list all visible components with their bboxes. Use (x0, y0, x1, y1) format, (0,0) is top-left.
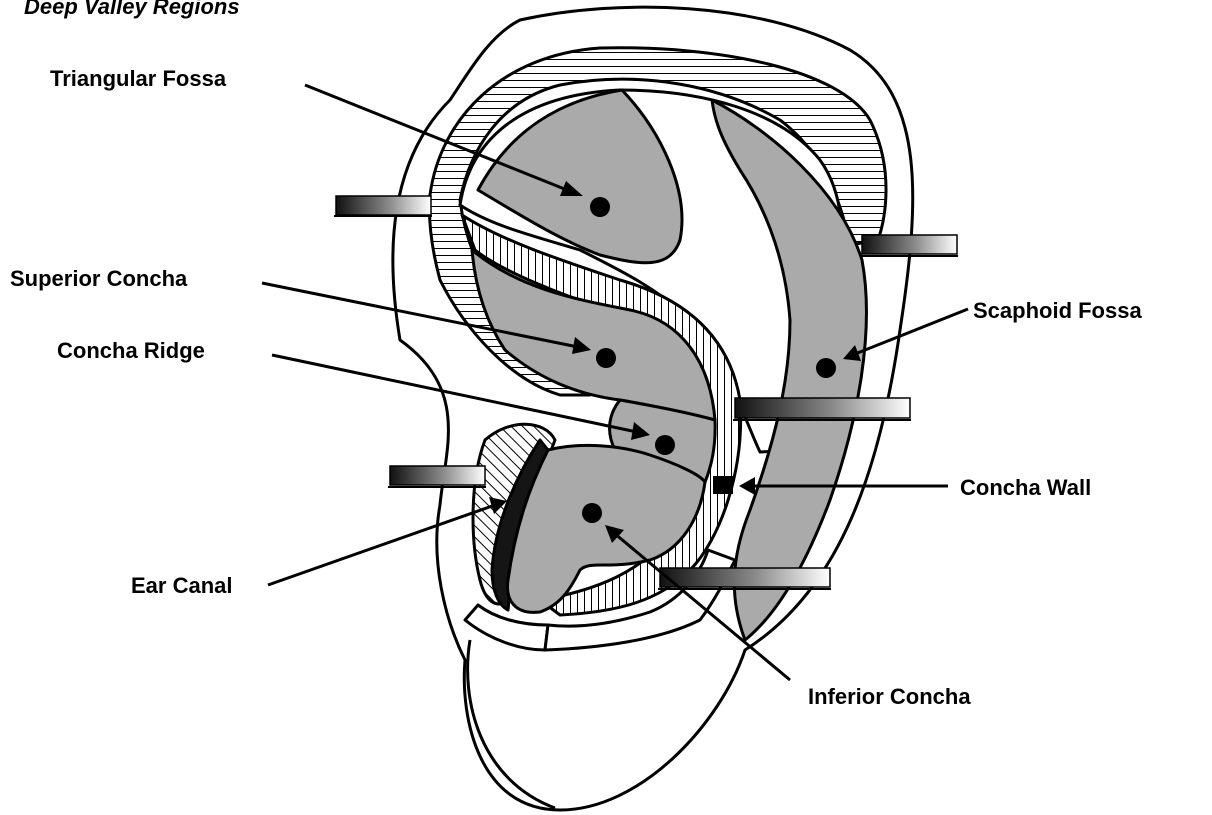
probe-upper-right (860, 235, 958, 256)
probe-middle-left (388, 466, 486, 487)
label-ear-canal: Ear Canal (131, 573, 233, 598)
superior-concha-marker (596, 348, 616, 368)
triangular-fossa-marker (590, 197, 610, 217)
concha-wall-marker (713, 476, 733, 494)
concha-ridge-marker (655, 435, 675, 455)
diagram-title: Deep Valley Regions (24, 0, 240, 19)
label-superior-concha: Superior Concha (10, 266, 188, 291)
label-concha-ridge: Concha Ridge (57, 338, 205, 363)
label-triangular-fossa: Triangular Fossa (50, 66, 227, 91)
probe-upper-left (334, 196, 432, 216)
label-inferior-concha: Inferior Concha (808, 684, 971, 709)
label-concha-wall: Concha Wall (960, 475, 1091, 500)
scaphoid-fossa-marker (816, 358, 836, 378)
probe-middle-right (733, 398, 911, 420)
inferior-concha-marker (582, 503, 602, 523)
probe-lower-right (658, 568, 831, 589)
label-scaphoid-fossa: Scaphoid Fossa (973, 298, 1142, 323)
